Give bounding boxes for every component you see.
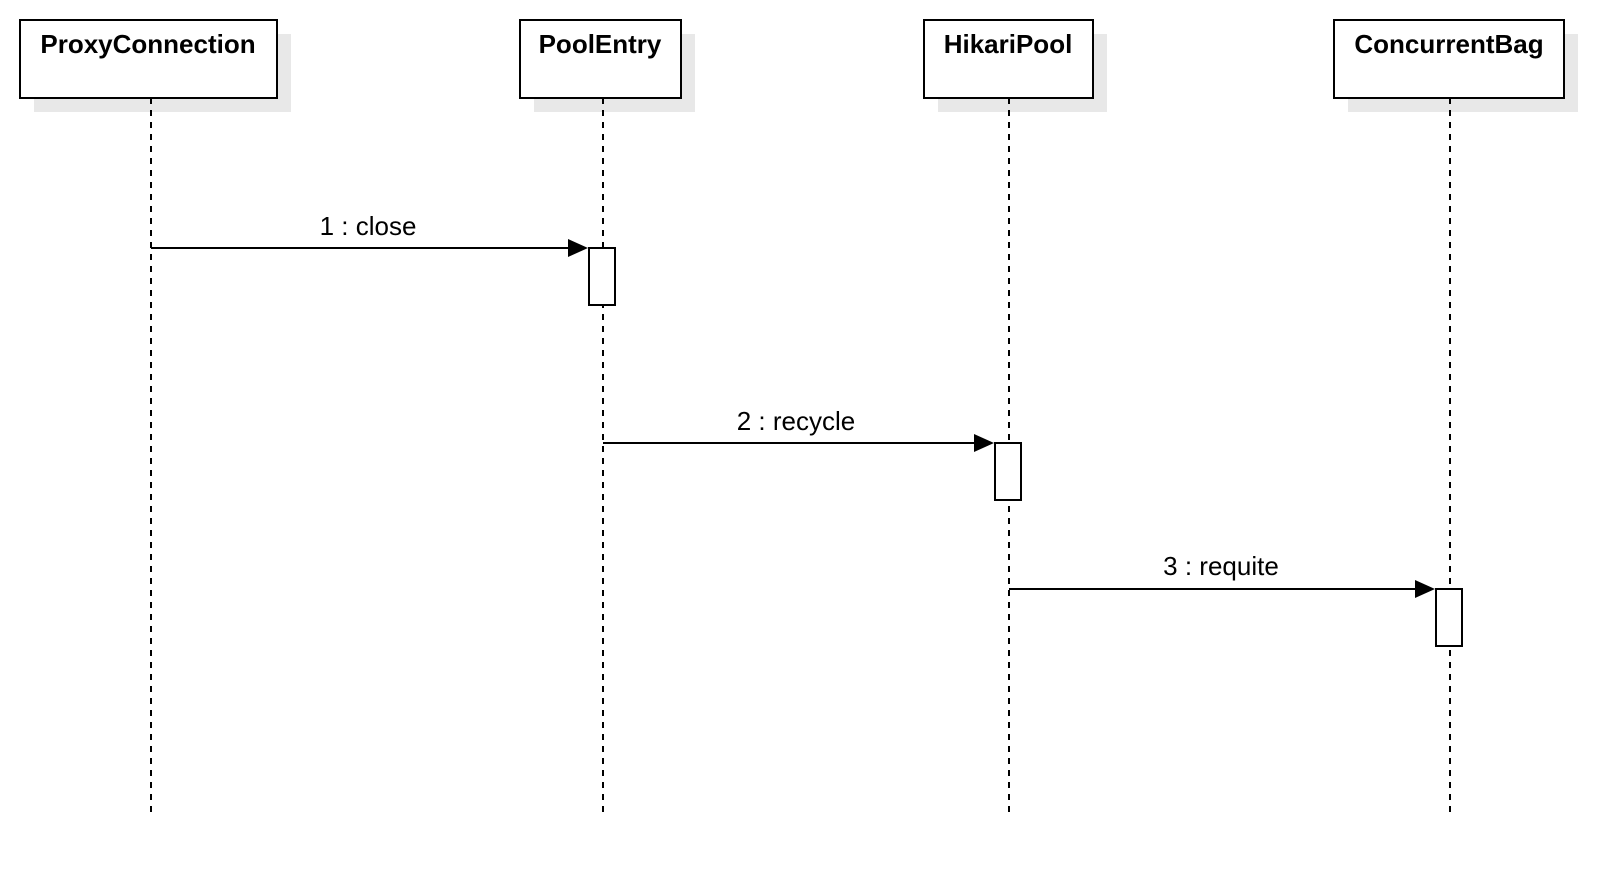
message-label: 1 : close: [320, 211, 417, 241]
message-label: 3 : requite: [1163, 551, 1279, 581]
participant-proxy-connection[interactable]: ProxyConnection: [19, 19, 291, 112]
arrowhead-icon: [974, 434, 994, 452]
message-close: 1 : close: [151, 211, 588, 257]
message-requite: 3 : requite: [1009, 551, 1435, 598]
arrowhead-icon: [1415, 580, 1435, 598]
message-recycle: 2 : recycle: [603, 406, 994, 452]
participant-box: [519, 19, 682, 99]
participant-name: HikariPool: [944, 29, 1073, 59]
participant-box: [1333, 19, 1565, 99]
activation-bar-pool-entry: [588, 247, 616, 306]
participant-name: PoolEntry: [539, 29, 662, 59]
participant-hikari-pool[interactable]: HikariPool: [923, 19, 1107, 112]
participant-name: ConcurrentBag: [1354, 29, 1543, 59]
participant-pool-entry[interactable]: PoolEntry: [519, 19, 695, 112]
arrowhead-icon: [568, 239, 588, 257]
participant-name: ProxyConnection: [40, 29, 255, 59]
participant-concurrent-bag[interactable]: ConcurrentBag: [1333, 19, 1578, 112]
activation-bar-concurrent-bag: [1435, 588, 1463, 647]
activation-bar-hikari-pool: [994, 442, 1022, 501]
message-label: 2 : recycle: [737, 406, 856, 436]
participant-box: [19, 19, 278, 99]
